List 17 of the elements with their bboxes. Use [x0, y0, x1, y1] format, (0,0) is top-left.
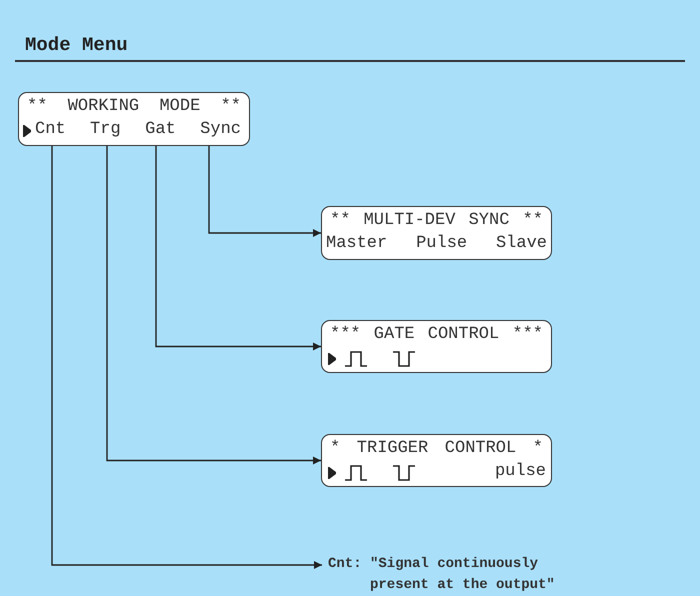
connector-arrow [106, 146, 321, 464]
menu-heading: * TRIGGER CONTROL * [330, 438, 543, 460]
menu-options: Cnt Trg Gat Sync [35, 119, 241, 141]
connector-arrow [51, 146, 322, 569]
menu-display-box [321, 320, 552, 373]
menu-heading: ** WORKING MODE ** [27, 96, 241, 118]
menu-options: Master Pulse Slave [326, 233, 547, 255]
description-text: Cnt: "Signal continuously present at the output" [328, 554, 580, 596]
connector-arrow [208, 146, 321, 237]
menu-display-box [321, 206, 552, 260]
menu-heading: ** MULTI-DEV SYNC ** [330, 210, 543, 232]
menu-options: pulse [472, 461, 546, 483]
menu-display-box [18, 92, 250, 146]
menu-display-box [321, 434, 552, 487]
connector-arrow [155, 146, 321, 350]
diagram-title: Mode Menu [25, 34, 128, 56]
menu-heading: *** GATE CONTROL *** [330, 324, 543, 346]
